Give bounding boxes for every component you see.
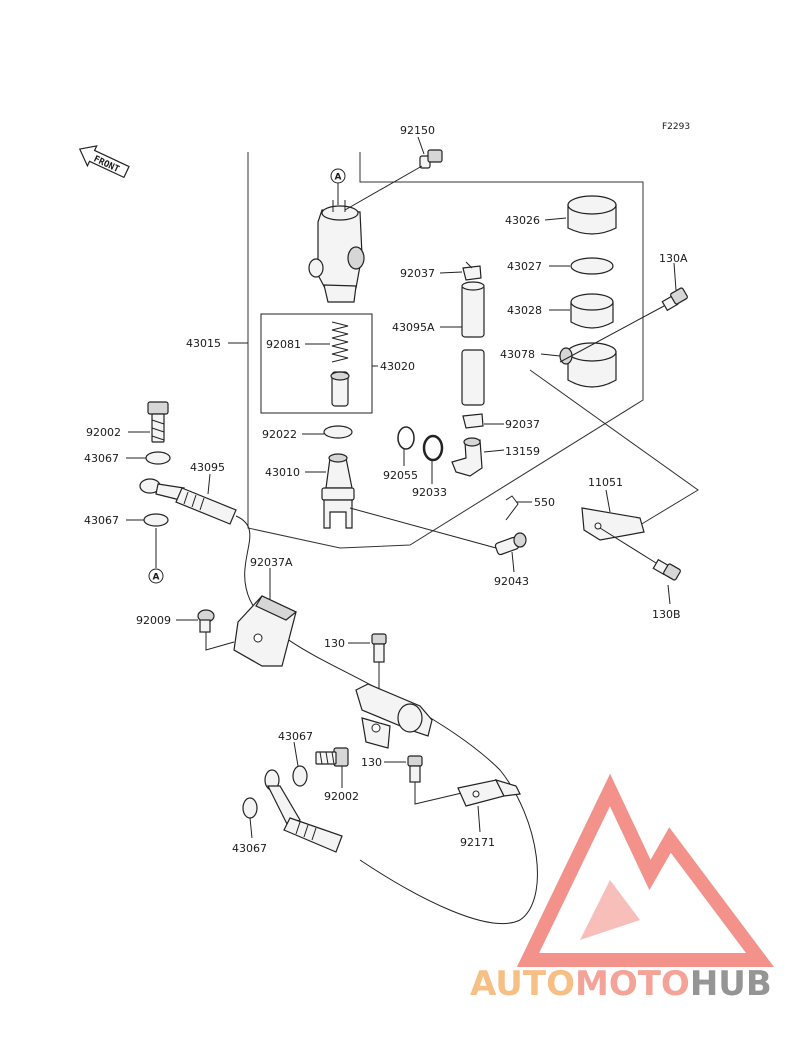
banjo-hose-lower	[264, 769, 343, 853]
part-label-92033: 92033	[412, 486, 447, 499]
figure-code: F2293	[662, 122, 690, 132]
hose-joint-middle	[355, 683, 433, 749]
part-label-43095: 43095	[190, 461, 225, 474]
part-label-43078: 43078	[500, 348, 535, 361]
front-arrow-icon: FRONT	[78, 145, 130, 179]
assembly-outline	[247, 152, 644, 549]
reservoir-outline	[529, 369, 699, 526]
clamp-bracket-92037a	[233, 595, 298, 667]
watermark-auto: AUTO	[470, 964, 575, 1004]
part-label-43095a: 43095A	[392, 321, 435, 334]
part-label-92037a: 92037A	[250, 556, 293, 569]
ref-marker-a-top: A	[330, 168, 346, 205]
bracket-11051	[581, 507, 645, 541]
clamp-92037-bottom	[462, 413, 484, 429]
diaphragm-43028	[570, 293, 614, 329]
reservoir-43078	[559, 342, 617, 388]
part-label-43067-d: 43067	[232, 842, 267, 855]
hose-line	[235, 515, 538, 924]
fitting-13159	[451, 437, 483, 477]
washer-43067-a	[145, 451, 171, 465]
screw-92009	[197, 609, 235, 651]
bolt-130b	[599, 527, 681, 581]
part-label-92081: 92081	[266, 338, 301, 351]
part-label-130-middle: 130	[324, 637, 345, 650]
part-label-130a: 130A	[659, 252, 688, 265]
bolt-92002-lower	[315, 747, 349, 767]
part-label-43067-b: 43067	[84, 514, 119, 527]
part-label-92055: 92055	[383, 469, 418, 482]
ref-letter-lower: A	[153, 573, 160, 583]
leader-lines	[126, 136, 677, 839]
watermark-logo-icon	[516, 773, 774, 967]
part-label-43028: 43028	[507, 304, 542, 317]
washer-43067-c	[292, 765, 308, 787]
part-label-43015: 43015	[186, 337, 221, 350]
bracket-92171	[457, 779, 521, 807]
pin-92043	[349, 507, 527, 556]
push-rod-43010	[321, 453, 355, 529]
part-label-92002-lower: 92002	[324, 790, 359, 803]
part-label-43067-a: 43067	[84, 452, 119, 465]
washer-43067-b	[143, 513, 169, 527]
part-label-92150: 92150	[400, 124, 435, 137]
part-label-43026: 43026	[505, 214, 540, 227]
reservoir-cap-43026	[567, 195, 617, 235]
ref-letter-top: A	[335, 173, 342, 183]
washer-43067-d	[242, 797, 258, 819]
part-label-92009: 92009	[136, 614, 171, 627]
watermark-moto: MOTO	[575, 964, 690, 1004]
part-label-43010: 43010	[265, 466, 300, 479]
spring-92081	[331, 321, 349, 363]
ref-marker-a-lower: A	[148, 528, 164, 584]
bolt-130-lower	[407, 755, 467, 805]
subassembly-box-43020	[260, 313, 373, 414]
bolt-92002-upper	[147, 401, 169, 443]
part-label-13159: 13159	[505, 445, 540, 458]
part-label-43020: 43020	[380, 360, 415, 373]
hose-43095a	[461, 281, 485, 406]
oring-92055	[397, 426, 415, 450]
master-cylinder-body	[308, 200, 365, 303]
part-labels: 92150 43026 92037 43027 130A 43028 43015…	[84, 124, 688, 855]
cotter-pin-550	[505, 495, 519, 521]
circlip-92033	[422, 434, 444, 462]
diaphragm-plate-43027	[570, 257, 614, 275]
part-label-92002-upper: 92002	[86, 426, 121, 439]
part-label-550: 550	[534, 496, 555, 509]
bolt-92150	[344, 149, 443, 211]
part-label-11051: 11051	[588, 476, 623, 489]
part-label-92037-bottom: 92037	[505, 418, 540, 431]
watermark-text: AUTOMOTOHUB	[470, 964, 772, 1004]
clamp-92037-top	[462, 261, 482, 281]
washer-92022	[323, 425, 353, 439]
banjo-hose-upper	[139, 478, 237, 525]
part-label-130-lower: 130	[361, 756, 382, 769]
part-label-43067-c: 43067	[278, 730, 313, 743]
piston-43020	[330, 371, 350, 407]
part-label-130b: 130B	[652, 608, 681, 621]
part-label-92022: 92022	[262, 428, 297, 441]
part-label-92171: 92171	[460, 836, 495, 849]
bolt-130a	[559, 287, 688, 363]
part-label-92037-top: 92037	[400, 267, 435, 280]
part-label-43027: 43027	[507, 260, 542, 273]
part-label-92043: 92043	[494, 575, 529, 588]
watermark-hub: HUB	[690, 964, 772, 1004]
